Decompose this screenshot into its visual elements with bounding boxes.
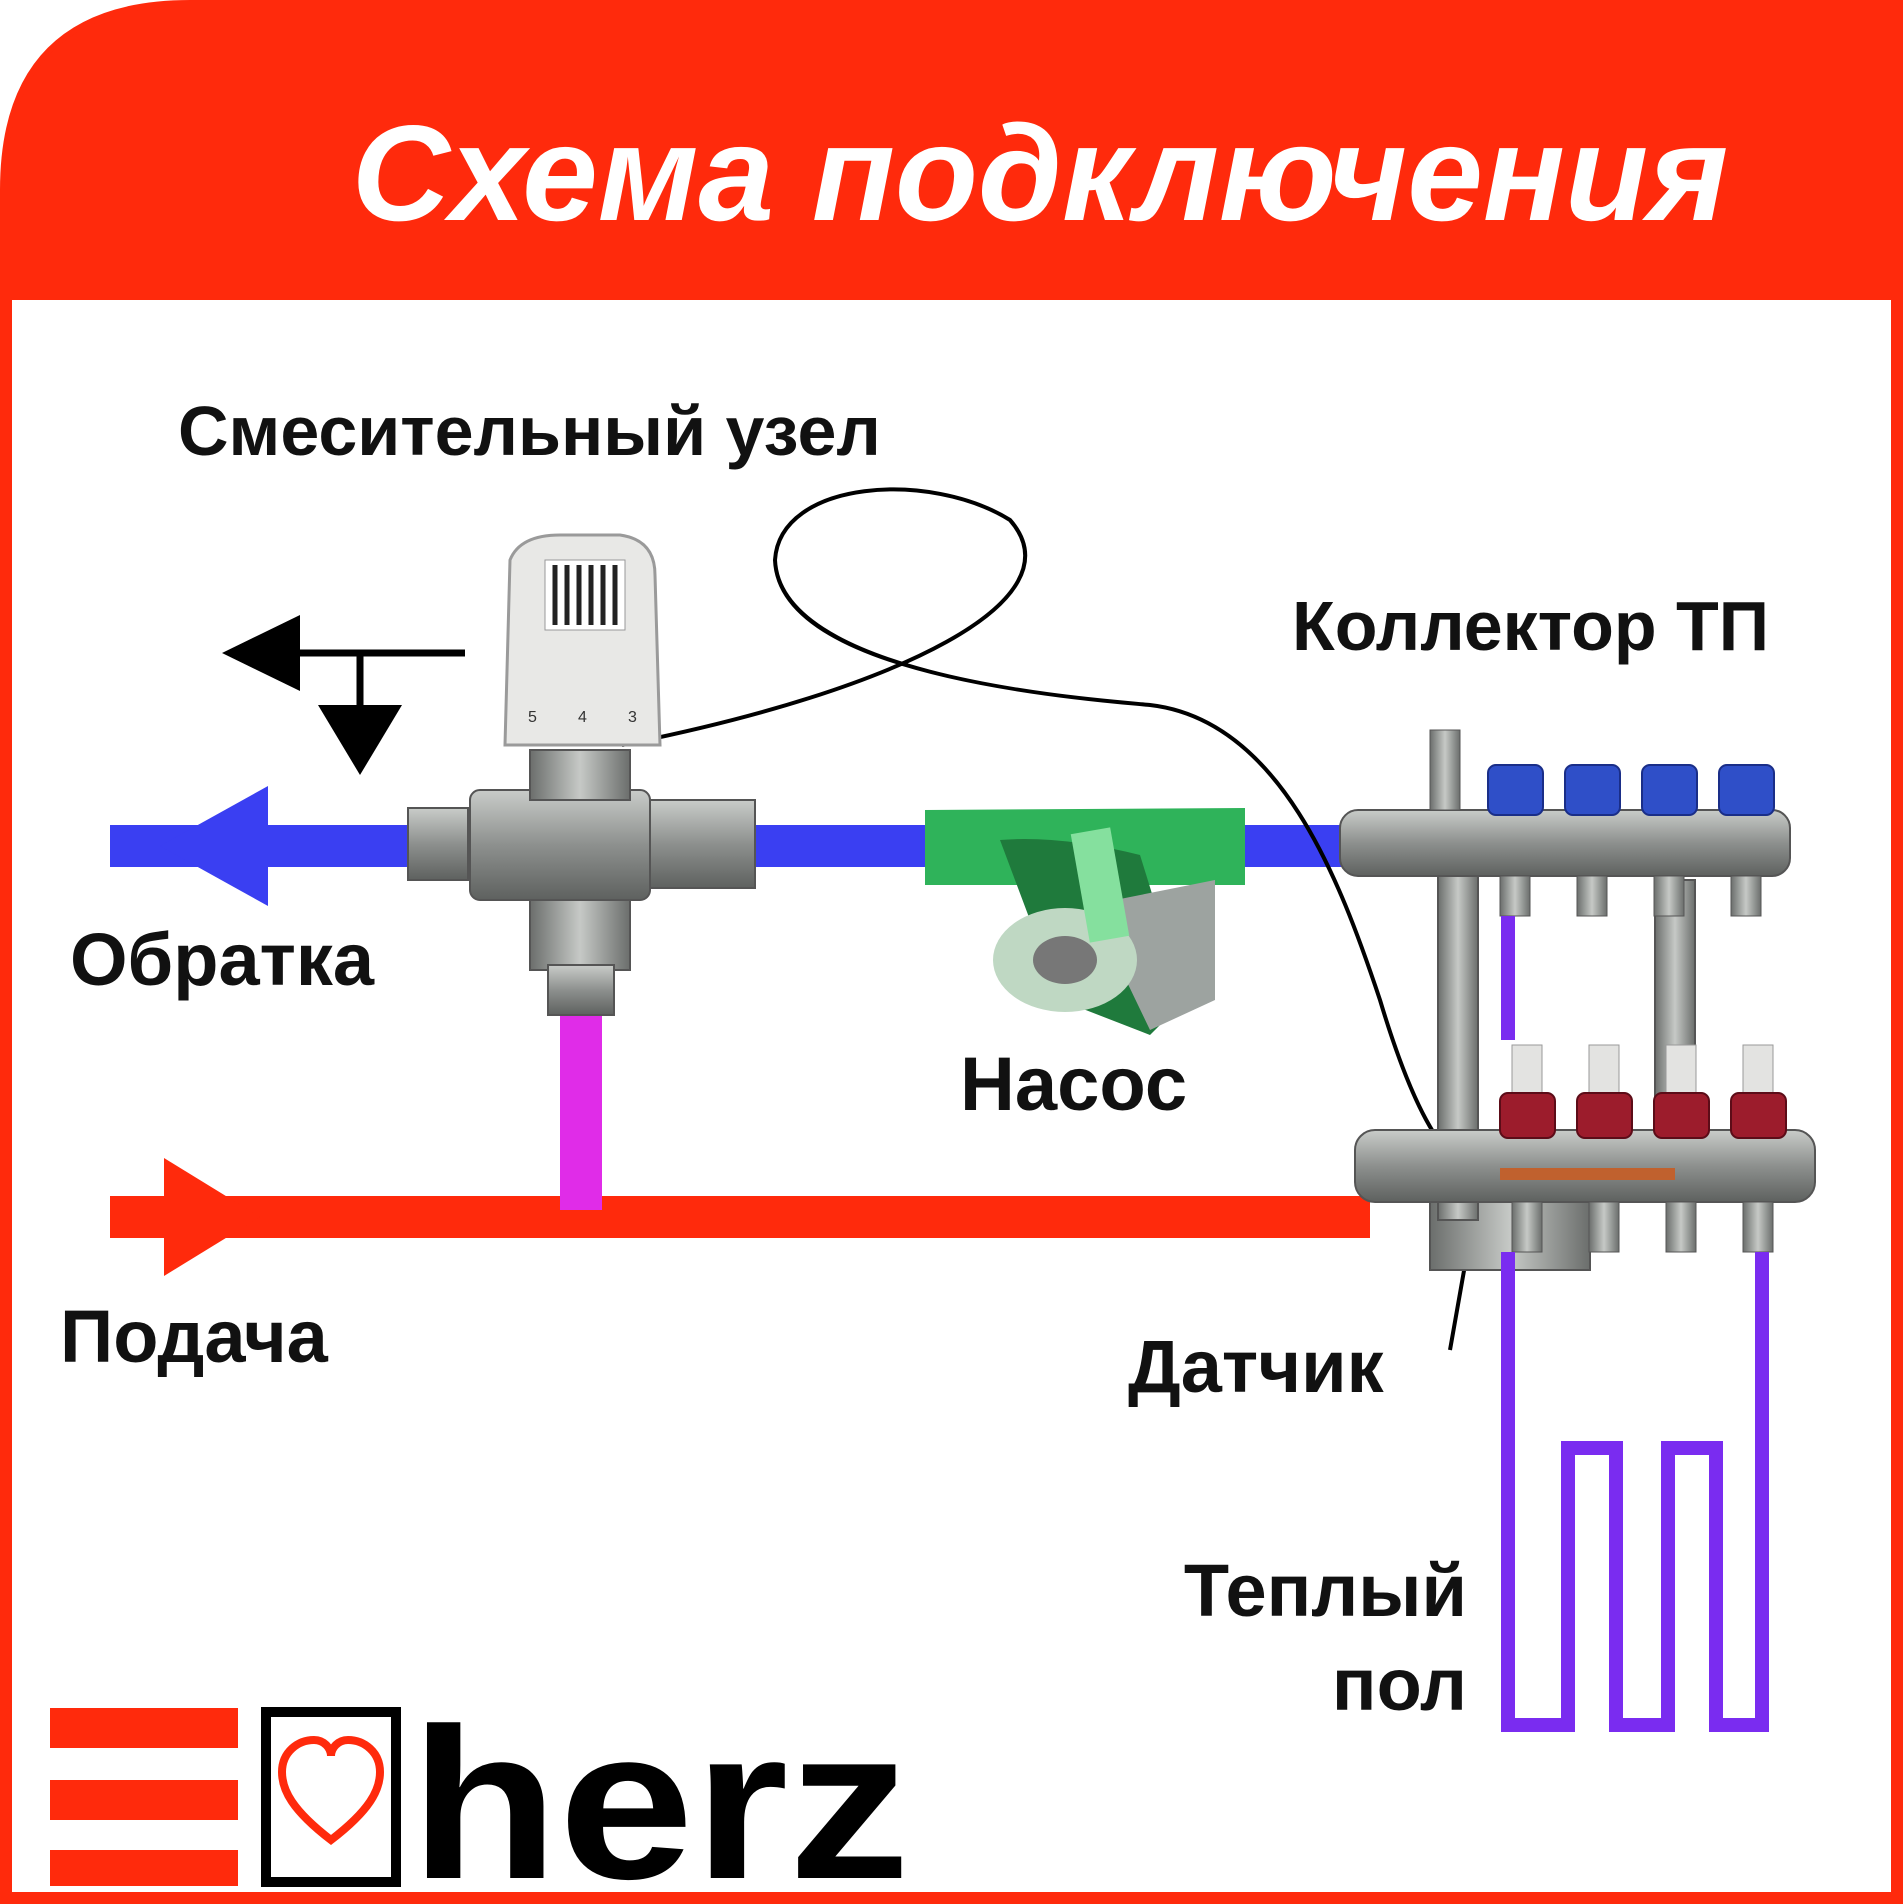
bypass-direction-icon [222,615,465,775]
label-collector: Коллектор ТП [1292,587,1769,665]
return-arrow-icon [160,786,268,906]
label-supply: Подача [60,1295,329,1378]
heart-icon [277,1735,385,1846]
label-floor-line1: Теплый [1184,1549,1467,1632]
title-banner [6,6,1897,300]
label-pump: Насос [960,1042,1187,1127]
floor-heating-loop [1501,916,1769,1732]
label-return: Обратка [70,918,375,1001]
labels: Смесительный узел Коллектор ТП Обратка Н… [60,392,1769,1726]
capillary-wire [621,487,1483,1351]
pump [925,808,1245,1035]
scale-mark-3: 3 [628,709,637,726]
thermostatic-head: 3 4 5 [503,533,662,747]
label-sensor: Датчик [1128,1325,1385,1408]
collector [1339,729,1816,1271]
bypass-pipe [560,1010,602,1210]
label-mixing-unit: Смесительный узел [178,392,881,470]
scale-mark-4: 4 [578,709,587,726]
page-title: Схема подключения [352,97,1729,249]
scale-mark-5: 5 [528,709,537,726]
supply-pipe [110,1196,1370,1238]
label-floor-line2: пол [1332,1643,1467,1726]
herz-wordmark: herz [410,1683,910,1904]
mixing-valve: 3 4 5 [407,533,756,1016]
herz-logo: herz [50,1683,910,1904]
supply-arrow-icon [164,1158,260,1276]
